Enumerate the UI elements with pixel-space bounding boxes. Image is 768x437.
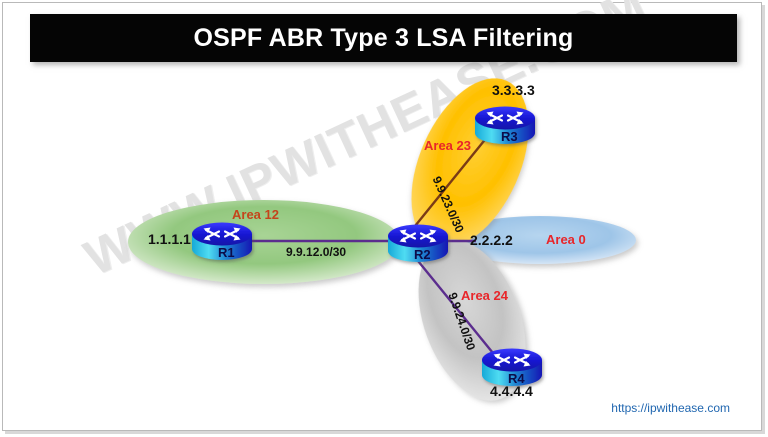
page-title: OSPF ABR Type 3 LSA Filtering xyxy=(193,23,574,52)
router-name-r1: R1 xyxy=(218,245,235,260)
page-frame xyxy=(2,2,762,431)
router-id-r1: 1.1.1.1 xyxy=(148,231,191,247)
area-12-label: Area 12 xyxy=(232,207,279,222)
router-id-r4: 4.4.4.4 xyxy=(490,383,533,399)
area-0-label: Area 0 xyxy=(546,232,586,247)
site-url[interactable]: https://ipwithease.com xyxy=(611,401,730,415)
area-23-label: Area 23 xyxy=(424,138,471,153)
link-24-line xyxy=(413,255,498,359)
router-name-r4: R4 xyxy=(508,371,525,386)
area-24-label: Area 24 xyxy=(461,288,508,303)
link-23-line xyxy=(410,130,493,232)
router-name-r2: R2 xyxy=(414,247,431,262)
router-name-r3: R3 xyxy=(501,129,518,144)
router-id-r2: 2.2.2.2 xyxy=(470,232,513,248)
title-bar: OSPF ABR Type 3 LSA Filtering xyxy=(30,14,737,62)
router-id-r3: 3.3.3.3 xyxy=(492,82,535,98)
link-12-label: 9.9.12.0/30 xyxy=(286,245,347,259)
area-0-ellipse xyxy=(444,216,636,264)
